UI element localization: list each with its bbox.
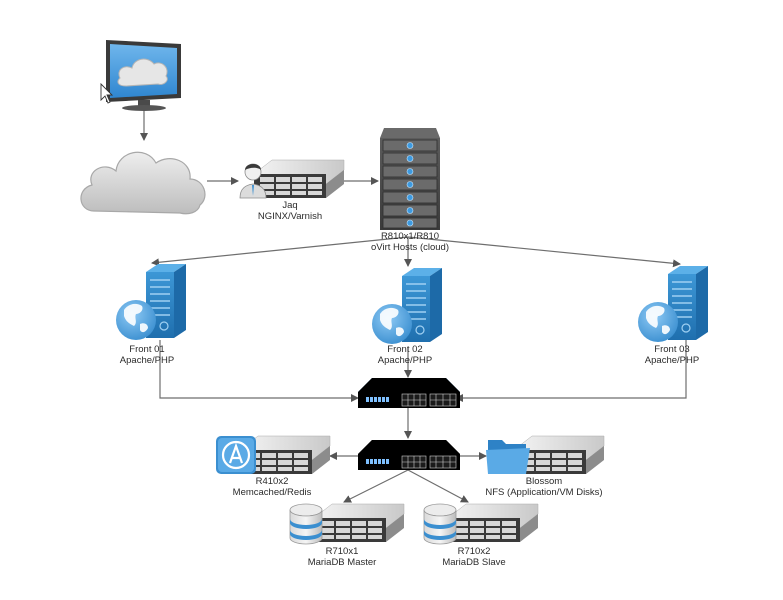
ovirt-node[interactable] [380,128,440,230]
user-rack-server-icon [239,159,345,199]
cache-node[interactable] [216,435,331,475]
db-master-node[interactable] [289,503,405,545]
front02-node[interactable] [371,267,443,345]
cache-label: R410x2 Memcached/Redis [232,476,312,498]
edge-switch-dbmaster [343,469,409,503]
database-rack-server-icon [423,503,539,545]
jaq-label: Jaq NGINX/Varnish [257,200,323,222]
connectors [140,108,687,503]
web-server-icon [637,265,709,343]
folder-rack-server-icon [486,435,605,475]
front01-label: Front 01 Apache/PHP [119,344,175,366]
nfs-node[interactable] [486,435,605,475]
network-switch-icon [357,439,461,471]
front01-node[interactable] [115,263,187,341]
app-rack-server-icon [216,435,331,475]
jaq-node[interactable] [239,159,345,199]
edge-ovirt-front01 [151,236,409,267]
edge-front01-switch [159,340,359,402]
front03-node[interactable] [637,265,709,343]
network-switch-icon [357,377,461,409]
nfs-label: Blossom NFS (Application/VM Disks) [485,476,603,498]
blue-switch-node[interactable] [357,377,461,409]
db-master-label: R710x1 MariaDB Master [307,546,377,568]
monitor-cloud-icon [106,40,181,111]
front02-label: Front 02 Apache/PHP [377,344,433,366]
edge-switch-dbslave [407,469,469,503]
mouse-cursor-icon [100,82,114,104]
edge-front03-switch [455,340,687,402]
db-slave-node[interactable] [423,503,539,545]
client-node[interactable] [106,40,181,111]
cloud-icon [80,151,206,215]
database-rack-server-icon [289,503,405,545]
dark-switch-node[interactable] [357,439,461,471]
web-server-icon [115,263,187,341]
tower-server-icon [380,128,440,230]
internet-node[interactable] [80,151,206,215]
db-slave-label: R710x2 MariaDB Slave [442,546,506,568]
web-server-icon [371,267,443,345]
front03-label: Front 03 Apache/PHP [644,344,700,366]
ovirt-label: R810x1/R810 oVirt Hosts (cloud) [371,231,449,253]
edge-ovirt-front03 [407,236,681,268]
